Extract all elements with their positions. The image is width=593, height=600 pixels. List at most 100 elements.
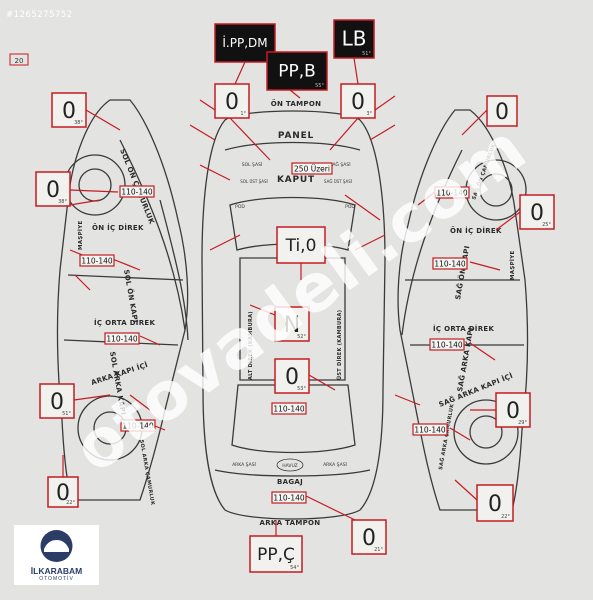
reading-box: PP,Ç54° (249, 535, 303, 573)
reading-frame (214, 83, 250, 119)
leader-line (454, 479, 478, 501)
reading-box: 051°110-140 (39, 383, 156, 432)
right-pod-label: POD (345, 204, 355, 210)
leader-line (469, 261, 501, 271)
right-inner-pillar-label: ÜST DİREK (KAMBURA) (336, 310, 343, 380)
thickness-range: 250 Üzeri (294, 165, 330, 174)
rear-left-chassis-label: ARKA ŞASİ (232, 461, 256, 468)
thickness-range-frame (271, 491, 307, 504)
reading-frame (519, 194, 555, 230)
paint-reading: 0 (362, 526, 376, 551)
leader-line (139, 335, 161, 346)
right-rear-door-label: SAĞ ARKA KAPI (455, 327, 475, 393)
panel-label: PANEL (278, 131, 314, 141)
paint-reading: 0 (351, 90, 365, 115)
paint-code: PP,B (278, 62, 316, 82)
thickness-range: 110-140 (273, 494, 305, 503)
tank-label: HAVUZ (282, 463, 298, 469)
reading-box: 038° (51, 92, 87, 128)
thickness-range-frame (434, 186, 470, 199)
dealer-subtitle: OTOMOTİV (39, 576, 74, 582)
thickness-range-frame (271, 402, 307, 415)
right-rear-fender-label: SAĞ ARKA ÇAMURLUK (437, 402, 456, 470)
left-mid-pillar-label: İÇ ORTA DİREK (94, 318, 155, 327)
reading-index: 21° (374, 547, 383, 553)
thickness-range-frame (79, 254, 115, 267)
leader-line (85, 109, 121, 131)
reading-box: 053°110-140 (271, 358, 310, 415)
thickness-range-frame (120, 419, 156, 432)
reading-frame (47, 476, 79, 508)
top-trunk-line (214, 469, 371, 477)
leader-line (69, 199, 101, 206)
pointer-line (189, 124, 216, 141)
paint-reading: 0 (488, 492, 502, 517)
page-number: 20 (15, 57, 24, 65)
reading-index: 22° (66, 500, 75, 506)
thickness-range: 110-140 (106, 335, 138, 344)
leader-line (374, 95, 396, 111)
thickness-range-frame (291, 162, 333, 175)
leader-line (289, 89, 301, 99)
left-chassis-label: SOL ŞASİ (242, 161, 263, 168)
reading-frame (495, 392, 531, 428)
reading-index: 53° (297, 386, 306, 392)
paint-reading: N (284, 313, 300, 338)
reading-box: 021° (351, 519, 387, 555)
reading-box: Ti,0 (276, 226, 326, 264)
reading-index: 51° (362, 51, 371, 57)
trunk-label: BAGAJ (277, 478, 303, 486)
left-body-outline (56, 99, 189, 501)
pointer-line (394, 394, 421, 406)
left-front-door-label: SOL ÖN KAPI (122, 269, 140, 324)
reading-box: 110-140 (104, 332, 140, 345)
left-rear-door-label: SOL ARKA KAPI (108, 351, 127, 416)
thickness-range: 110-140 (121, 188, 153, 197)
car-emblem-icon (40, 530, 73, 562)
leader-line (199, 99, 216, 111)
paint-reading: PP,Ç (257, 545, 295, 565)
reading-index: 3° (366, 111, 372, 117)
leader-line (69, 189, 119, 193)
leader-line (234, 61, 246, 85)
dealer-logo: İLKARABAM OTOMOTİV (14, 525, 99, 585)
reading-index: 29° (518, 420, 527, 426)
right-body-outline (397, 109, 529, 511)
leader-line (329, 117, 359, 151)
pointer-line (209, 234, 241, 251)
reading-frame (274, 306, 310, 342)
left-pod-label: POD (235, 204, 245, 210)
paint-reading: 0 (56, 481, 70, 506)
reading-box: 110-140 (271, 491, 307, 504)
leader-line (417, 191, 436, 206)
reading-frame (35, 171, 71, 207)
left-inner-pillar-label: ALT DİREK (KAMBURA) (247, 311, 254, 380)
reading-index: 54° (290, 565, 299, 571)
dark-reading-box: İ.PP,DM4° (214, 23, 276, 63)
reading-frame (249, 535, 303, 573)
reading-box: 025°110-140 (432, 194, 555, 270)
thickness-range: 110-140 (122, 422, 154, 431)
reading-box: 038°110-140 (35, 171, 155, 207)
paint-reading: 0 (506, 399, 520, 424)
reading-box: 110-140 (429, 338, 465, 351)
leader-line (73, 394, 111, 401)
reading-index: 22° (501, 514, 510, 520)
reading-index: 51° (62, 411, 71, 417)
rear-bumper-label: ARKA TAMPON (260, 519, 321, 527)
paint-reading: 0 (530, 201, 544, 226)
reading-frame (51, 92, 87, 128)
thickness-range-frame (104, 332, 140, 345)
leader-line (109, 257, 141, 271)
leader-line (495, 211, 521, 231)
dark-reading-frame (214, 23, 276, 63)
left-door-split (67, 274, 184, 281)
reading-box: N52° (274, 306, 310, 342)
leader-line (308, 374, 336, 391)
left-roof-line (159, 199, 189, 341)
left-sill-label: MAŞPİYE (77, 220, 84, 250)
